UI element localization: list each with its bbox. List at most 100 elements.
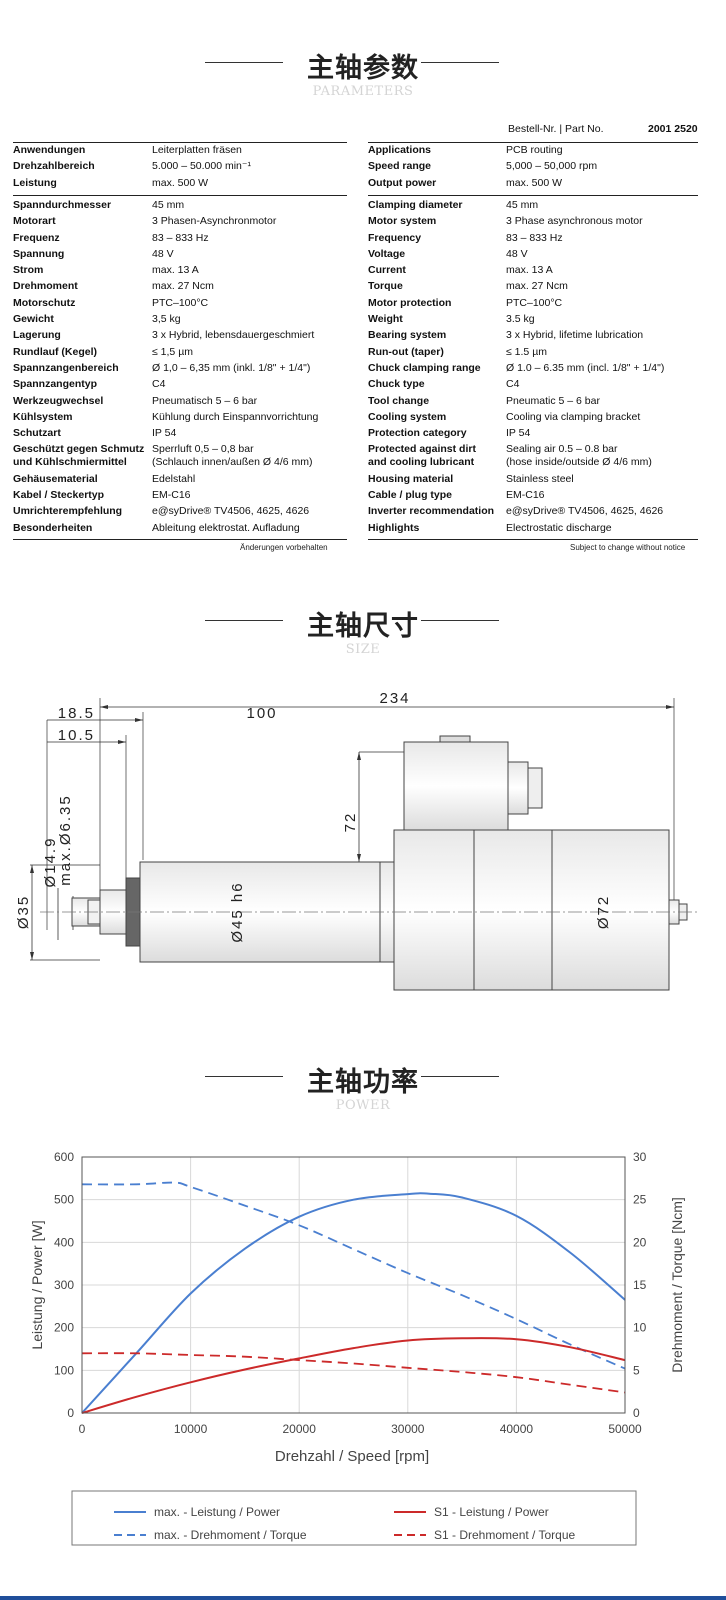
en-param-value: Cooling via clamping bracket	[506, 410, 641, 423]
de-param-value: max. 500 W	[152, 176, 209, 189]
en-param-name: Protection category	[368, 427, 467, 440]
dim-max-6-35: max.Ø6.35	[57, 794, 74, 885]
en-param-name: Highlights	[368, 521, 420, 534]
legend-label: max. - Drehmoment / Torque	[154, 1528, 307, 1542]
y-tick-label-right: 20	[633, 1235, 647, 1249]
de-param-value: PTC–100°C	[152, 296, 209, 309]
series-line-3	[81, 1337, 626, 1414]
de-param-value: Edelstahl	[152, 472, 196, 485]
series-line-1	[81, 1192, 626, 1414]
y-tick-label-left: 500	[54, 1193, 74, 1207]
en-param-name: Bearing system	[368, 329, 447, 342]
en-param-name: Inverter recommendation	[368, 505, 495, 518]
dim-10-5: 10.5	[58, 727, 95, 744]
y-axis-label-right: Drehmoment / Torque [Ncm]	[669, 1197, 685, 1373]
en-param-name: Clamping diameter	[368, 198, 463, 211]
de-param-name: Motorschutz	[13, 296, 76, 309]
en-param-value: ≤ 1.5 µm	[506, 345, 547, 358]
de-param-name: Drehzahlbereich	[13, 160, 95, 173]
parameters-heading: 主轴参数 PARAMETERS	[0, 46, 726, 99]
heading-rule-left	[205, 1076, 283, 1077]
y-tick-label-left: 0	[67, 1406, 74, 1420]
power-heading: 主轴功率 POWER	[0, 1060, 726, 1113]
y-tick-label-left: 200	[54, 1321, 74, 1335]
change-note-english: Subject to change without notice	[570, 543, 686, 552]
de-param-value: 3 Phasen-Asynchronmotor	[152, 215, 277, 228]
en-param-value: Sealing air 0.5 – 0.8 bar	[506, 443, 618, 456]
x-tick-label: 30000	[391, 1422, 425, 1436]
series-line-2	[81, 1181, 626, 1370]
en-param-name: Weight	[368, 313, 403, 325]
de-param-name: Spannung	[13, 247, 65, 260]
de-param-name: Leistung	[13, 176, 57, 189]
x-tick-label: 20000	[283, 1422, 317, 1436]
power-title: 主轴功率	[307, 1067, 419, 1098]
y-tick-label-left: 400	[54, 1235, 74, 1249]
y-tick-label-left: 100	[54, 1363, 74, 1377]
en-param-value: Ø 1.0 – 6.35 mm (incl. 1/8" + 1/4")	[506, 361, 665, 374]
de-param-name: Werkzeugwechsel	[13, 394, 104, 407]
de-param-value: 3 x Hybrid, lebensdauergeschmiert	[152, 329, 315, 342]
de-param-name: Besonderheiten	[13, 521, 93, 534]
heading-rule-left	[205, 62, 283, 63]
de-param-value-line2: (Schlauch innen/außen Ø 4/6 mm)	[152, 456, 313, 469]
en-param-value: max. 500 W	[506, 176, 563, 189]
en-param-name: Output power	[368, 176, 437, 189]
en-param-value-line2: (hose inside/outside Ø 4/6 mm)	[506, 456, 652, 469]
x-tick-label: 0	[79, 1422, 86, 1436]
en-param-name-line2: and cooling lubricant	[368, 456, 475, 469]
y-tick-label-right: 10	[633, 1321, 647, 1335]
de-param-value: 5.000 – 50.000 min⁻¹	[152, 160, 251, 173]
en-param-name: Speed range	[368, 160, 432, 173]
en-param-value: Stainless steel	[506, 472, 574, 485]
spindle-dimension-drawing: 234 18.5 10.5 100 72 max.Ø6.35 Ø14.9 Ø35…	[15, 690, 700, 991]
de-param-value: Sperrluft 0,5 – 0,8 bar	[152, 443, 254, 456]
en-table-rule	[368, 194, 698, 196]
de-param-value: Leiterplatten fräsen	[152, 144, 242, 156]
dim-45-h6: Ø45 h6	[229, 881, 246, 942]
size-subtitle: SIZE	[345, 642, 381, 657]
en-param-value: PTC–100°C	[506, 296, 563, 309]
size-heading: 主轴尺寸 SIZE	[0, 604, 726, 657]
x-tick-label: 50000	[608, 1422, 642, 1436]
de-table-rule	[13, 142, 347, 143]
legend-label: S1 - Leistung / Power	[434, 1505, 549, 1519]
bottom-accent-bar	[0, 1596, 726, 1600]
en-param-value: Pneumatic 5 – 6 bar	[506, 394, 600, 407]
legend-box	[71, 1490, 637, 1546]
de-param-name: Umrichterempfehlung	[13, 505, 123, 518]
de-param-value: 83 – 833 Hz	[152, 231, 209, 244]
en-param-value: 3 x Hybrid, lifetime lubrication	[506, 329, 644, 342]
parameters-subtitle: PARAMETERS	[312, 84, 414, 99]
de-param-name: Rundlauf (Kegel)	[13, 345, 97, 358]
power-subtitle: POWER	[335, 1098, 391, 1113]
de-param-value: e@syDrive® TV4506, 4625, 4626	[152, 505, 310, 518]
en-param-name: Cable / plug type	[368, 489, 453, 501]
y-tick-label-left: 300	[54, 1278, 74, 1292]
en-param-name: Frequency	[368, 231, 422, 244]
heading-rule-left	[205, 620, 283, 621]
en-param-name: Current	[368, 264, 406, 277]
en-param-name: Applications	[368, 144, 432, 156]
change-note-german: Änderungen vorbehalten	[240, 543, 328, 552]
y-tick-label-right: 15	[633, 1278, 647, 1292]
y-tick-label-right: 5	[633, 1363, 640, 1377]
en-param-value: 48 V	[506, 247, 528, 260]
parameters-title: 主轴参数	[307, 53, 419, 84]
de-param-name: Frequenz	[13, 231, 60, 244]
de-param-value: 3,5 kg	[152, 313, 181, 325]
legend-label: max. - Leistung / Power	[154, 1505, 280, 1519]
heading-rule-right	[421, 620, 499, 621]
de-param-name: Motorart	[13, 215, 56, 228]
dim-overall-length: 234	[379, 690, 410, 707]
en-param-name: Torque	[368, 280, 403, 293]
heading-rule-right	[421, 62, 499, 63]
legend-label: S1 - Drehmoment / Torque	[434, 1528, 576, 1542]
dim-14-9: Ø14.9	[42, 837, 59, 888]
de-param-value: 45 mm	[152, 198, 185, 211]
de-param-name: Geschützt gegen Schmutz	[13, 443, 145, 456]
en-param-name: Run-out (taper)	[368, 345, 444, 358]
dim-72-height: 72	[342, 812, 359, 833]
